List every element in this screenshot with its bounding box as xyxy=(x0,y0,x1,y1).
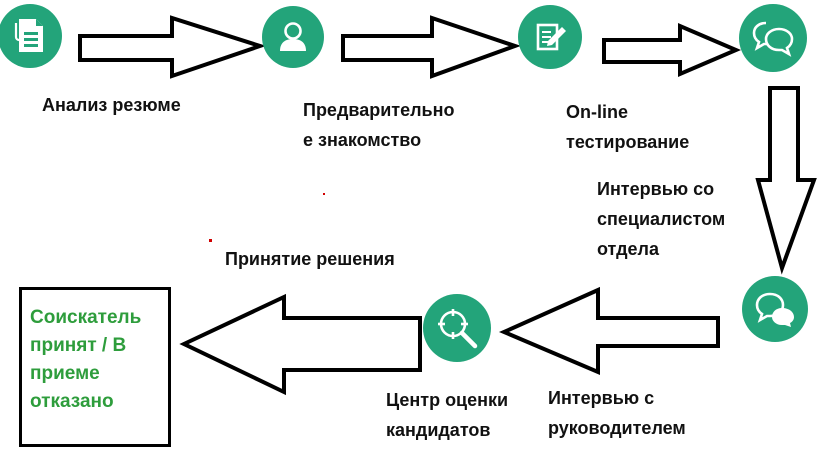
arrow-down xyxy=(755,86,817,275)
target-magnifier-icon xyxy=(438,309,478,349)
result-text: Соискатель принят / В приеме отказано xyxy=(30,307,142,412)
chat-bubbles-icon xyxy=(755,292,794,327)
step-6-circle xyxy=(423,294,491,362)
arrow-right-3 xyxy=(602,22,742,78)
arrow-left-2 xyxy=(179,293,422,396)
step-2-circle xyxy=(262,6,324,68)
stray-dot xyxy=(209,239,212,242)
stray-dot xyxy=(323,193,325,195)
arrow-right-2 xyxy=(341,15,522,79)
arrow-left-1 xyxy=(498,286,720,376)
chat-bubbles-icon xyxy=(752,21,794,57)
step-5-label: Интервью с руководителем xyxy=(548,388,686,438)
step-1-circle xyxy=(0,4,62,68)
arrow-right-1 xyxy=(78,15,267,79)
result-box: Соискатель принят / В приеме отказано xyxy=(19,287,171,447)
step-5-circle xyxy=(742,276,808,342)
decision-label: Принятие решения xyxy=(225,249,395,269)
document-icon xyxy=(14,19,43,52)
step-4-circle xyxy=(739,4,807,72)
step-1-label: Анализ резюме xyxy=(42,95,181,115)
person-icon xyxy=(280,22,306,51)
edit-document-icon xyxy=(536,23,566,51)
step-3-label: On-line тестирование xyxy=(566,102,690,152)
step-6-label: Центр оценки кандидатов xyxy=(386,390,509,440)
step-3-circle xyxy=(518,5,582,69)
step-2-label: Предварительно е знакомство xyxy=(303,100,455,150)
step-4-label: Интервью со специалистом отдела xyxy=(597,179,726,259)
